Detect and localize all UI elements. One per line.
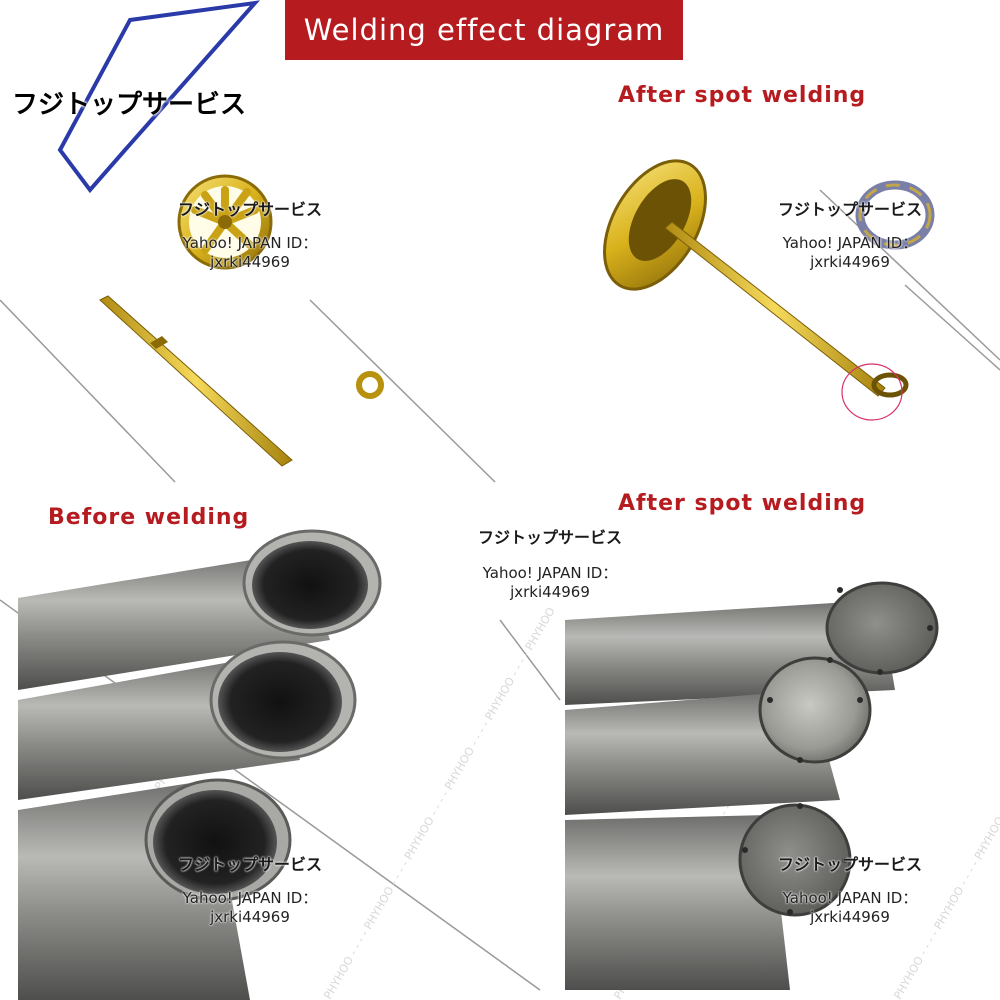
welded-wheel-assembly (603, 159, 909, 421)
blue-heat-ring (855, 180, 935, 250)
caption-after-spot-welding-bottom: After spot welding (618, 491, 867, 516)
banner-title: Welding effect diagram (285, 0, 683, 60)
open-tubes (18, 529, 382, 1000)
caption-before-welding-bottom: Before welding (48, 505, 250, 530)
gold-small-ring (356, 371, 384, 399)
svg-text:PHYHOO - - - - PHYHOO - - - -: PHYHOO - - - - PHYHOO - - - - PHYHOO - -… (321, 605, 557, 1000)
caption-after-spot-welding-top: After spot welding (618, 83, 867, 108)
logo-arrow-icon (57, 0, 261, 194)
logo-stamp: フジトップサービス (12, 90, 247, 120)
svg-text:PHYHOO - - - - PHYHOO - - - -: PHYHOO - - - - PHYHOO - - - - PHYHOO - -… (891, 744, 1000, 1000)
welded-tubes (565, 581, 939, 990)
gold-wheel (177, 174, 273, 270)
gold-axle-rod (99, 295, 293, 467)
